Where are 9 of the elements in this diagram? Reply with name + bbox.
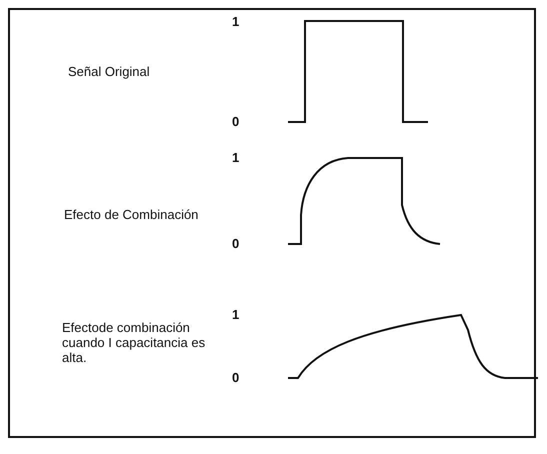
signal-label: Efecto de Combinación [64, 207, 200, 222]
level-label: 1 [232, 14, 240, 29]
level-label: 0 [232, 236, 240, 251]
level-label: 0 [232, 114, 240, 129]
level-label: 1 [232, 150, 240, 165]
signal-label: Efectode combinación cuando I capacitancia es alta. [62, 320, 206, 365]
level-label: 1 [232, 307, 240, 322]
level-label: 0 [232, 370, 240, 385]
signal-label: Señal Original [68, 64, 151, 79]
